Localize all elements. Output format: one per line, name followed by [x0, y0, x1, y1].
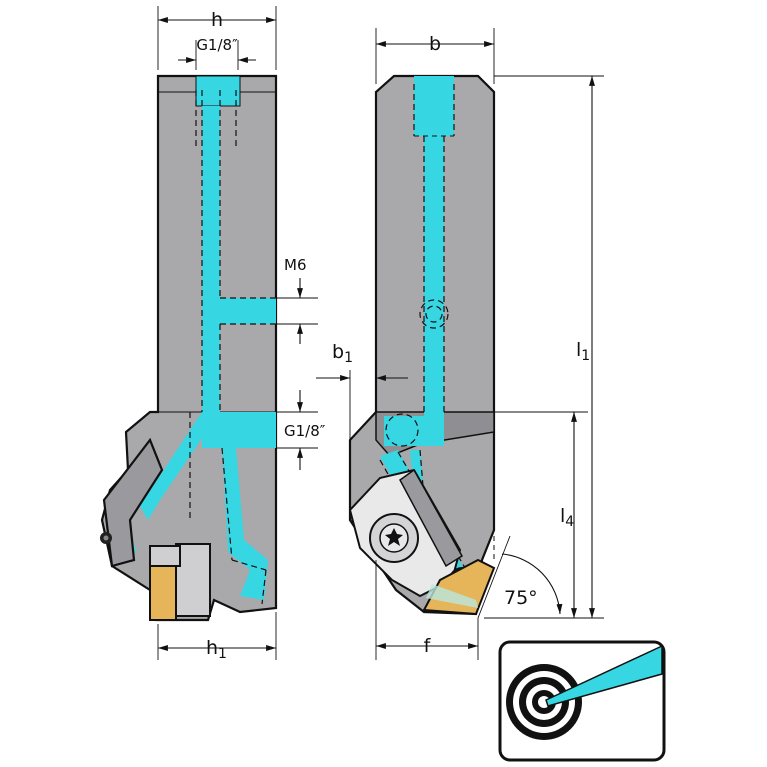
dim-l1-label: l1 [576, 339, 590, 364]
dim-h-label: h [211, 9, 223, 31]
dim-b1-label: b1 [332, 341, 353, 366]
front-view: h G1/8″ M6 G1/8″ h1 [100, 6, 326, 662]
dim-f-label: f [424, 635, 432, 657]
dim-g18-side-label: G1/8″ [284, 422, 326, 440]
front-view-clamp [102, 437, 164, 568]
dim-b-label: b [429, 33, 441, 55]
front-view-insert [149, 565, 177, 621]
front-view-insert-seat [175, 543, 211, 617]
side-view-torx-screw-icon [369, 513, 419, 563]
dim-g18-top-label: G1/8″ [196, 36, 238, 54]
dim-l4-label: l4 [560, 505, 574, 530]
dim-angle-arc [501, 553, 563, 615]
dim-m6-label: M6 [284, 256, 307, 274]
dim-angle-label: 75° [504, 587, 538, 609]
coolant-target-icon [498, 640, 666, 762]
side-view: b b1 l1 l4 75° f [316, 28, 604, 660]
dim-h1-label: h1 [206, 637, 227, 662]
front-view-hidden-lines [189, 90, 276, 605]
